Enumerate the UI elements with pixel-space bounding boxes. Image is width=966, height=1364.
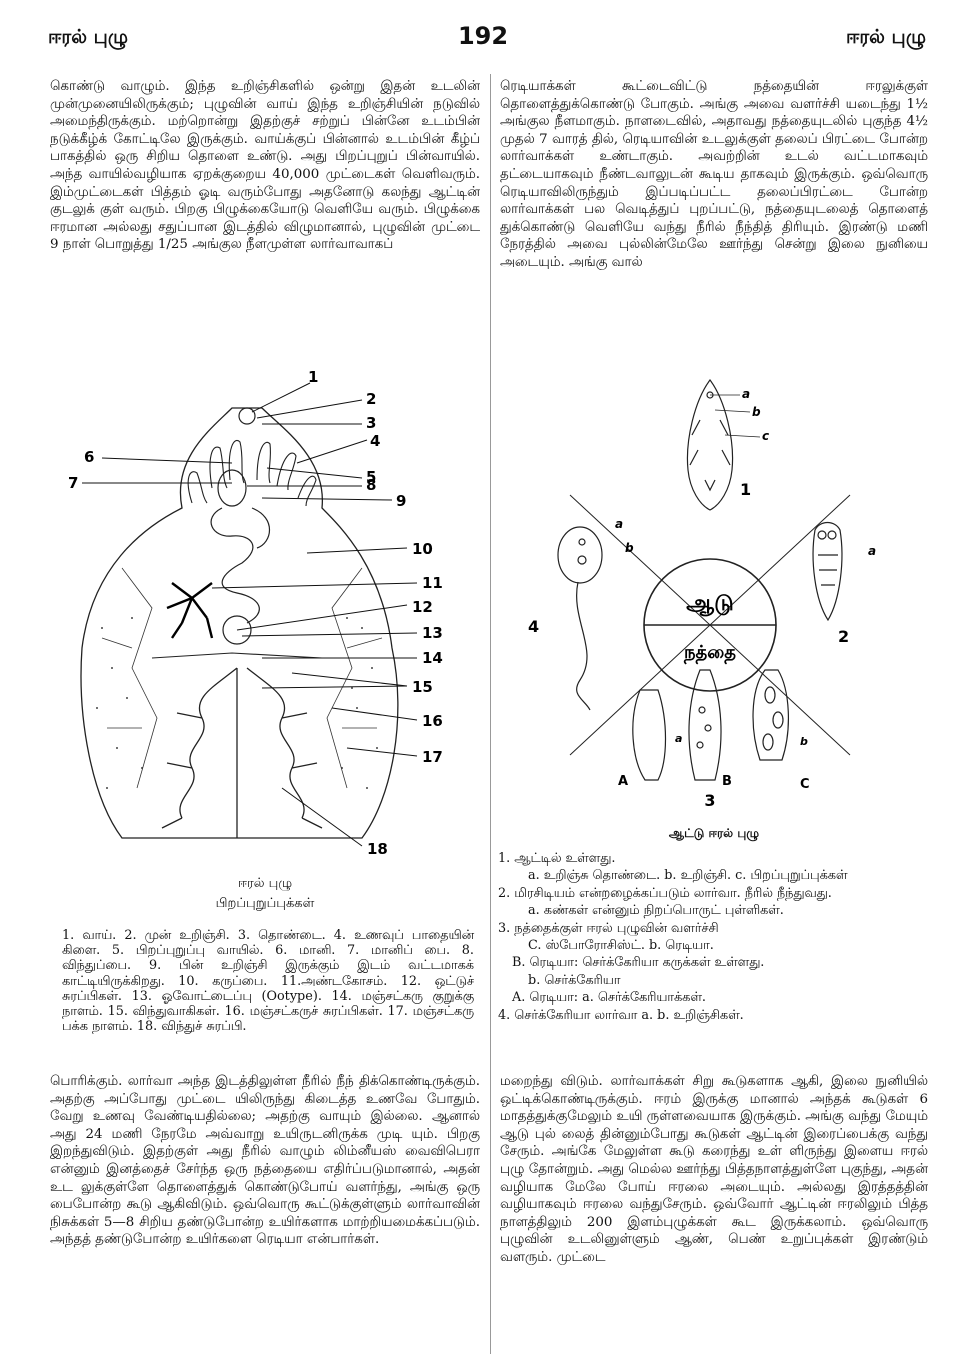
ovary <box>166 582 214 639</box>
stage3-rediae <box>632 669 789 781</box>
legend-line: A. ரெடியா: a. செர்க்கேரியாக்கள். <box>512 990 706 1006</box>
left-figure-caption-title: ஈரல் புழு <box>237 876 293 891</box>
stage2-miracidium <box>812 521 843 622</box>
stage-label-4: 4 <box>528 617 539 636</box>
stage-label-1: 1 <box>740 480 751 499</box>
figure-numbers: 1 2 3 4 5 6 7 8 9 10 11 12 13 14 15 16 1… <box>68 368 443 858</box>
legend-line: B. ரெடியா: செர்க்கேரியா கருக்கள் உள்ளது. <box>512 955 765 971</box>
vitelline-duct <box>151 652 323 659</box>
legend-line: b. செர்க்கேரியா <box>528 972 621 988</box>
column-divider <box>490 74 491 1354</box>
label-9: 9 <box>396 492 406 510</box>
legend-line: 2. மிரசிடியம் என்றழைக்கப்படும் லார்வா. ந… <box>498 885 832 901</box>
legend-line: 1. ஆட்டில் உள்ளது. <box>498 851 616 866</box>
testes <box>161 667 323 838</box>
label-12: 12 <box>412 598 433 616</box>
lifecycle-drawing: ஆடு நத்தை a b c 1 a 2 <box>528 378 876 810</box>
label-14: 14 <box>422 649 443 667</box>
shell-gland <box>222 615 252 645</box>
label-11: 11 <box>422 574 443 592</box>
paragraph: ரெடியாக்கள் கூட்டைவிட்டு நத்தையின் ஈரலுக… <box>500 79 928 270</box>
stage1-letter-a: a <box>742 387 750 401</box>
stage1-adult-fluke <box>686 378 734 511</box>
right-figure-caption: ஆட்டு ஈரல் புழு <box>668 826 760 840</box>
stage4-letter-b: b <box>625 541 634 555</box>
left-figure-legend: 1. வாய். 2. முன் உறிஞ்சி. 3. தொண்டை. 4. … <box>62 928 474 1035</box>
label-4: 4 <box>370 432 380 450</box>
fluke-anatomy-drawing: 1 2 3 4 5 6 7 8 9 10 11 12 13 14 15 16 1… <box>68 368 443 858</box>
stage3-letter-C: C <box>800 777 810 792</box>
left-column-bottom: பொரிக்கும். லார்வா அந்த இடத்திலுள்ள நீரி… <box>50 1073 480 1249</box>
vessel-branches <box>101 567 383 789</box>
stage4-cercaria <box>557 526 603 711</box>
label-7: 7 <box>68 474 78 492</box>
leader-lines <box>82 382 418 847</box>
stage3-letter-b: b <box>800 735 808 748</box>
stage1-letters: a b c <box>742 387 769 443</box>
left-column-top: கொண்டு வாழும். இந்த உறிஞ்சிகளில் ஒன்று இ… <box>50 78 480 254</box>
legend-line: C. ஸ்போரோசிஸ்ட். b. ரெடியா. <box>528 938 714 954</box>
oral-sucker <box>238 407 256 425</box>
label-3: 3 <box>366 414 376 432</box>
running-head-left: ஈரல் புழு <box>48 26 129 48</box>
stage-label-3: 3 <box>704 791 715 810</box>
stage3-letter-a: a <box>675 732 682 745</box>
stage1-letter-b: b <box>752 405 761 419</box>
label-17: 17 <box>422 748 443 766</box>
legend-line: 3. நத்தைக்குள் ஈரல் புழுவின் வளர்ச்சி <box>498 920 719 936</box>
paragraph: கொண்டு வாழும். இந்த உறிஞ்சிகளில் ஒன்று இ… <box>50 79 480 253</box>
label-10: 10 <box>412 540 433 558</box>
label-6: 6 <box>84 448 94 466</box>
stage3-letter-A: A <box>618 774 628 789</box>
stage1-letter-c: c <box>762 429 769 443</box>
left-figure-caption-subtitle: பிறப்புறுப்புக்கள் <box>215 896 315 911</box>
gut-branch-fingers <box>187 440 317 507</box>
legend-line: a. கண்கள் என்னும் நிறப்பொருட் புள்ளிகள். <box>528 903 784 919</box>
running-head-right: ஈரல் புழு <box>845 26 926 48</box>
paragraph: மறைந்து விடும். லார்வாக்கள் சிறு கூடுகளா… <box>500 1074 928 1265</box>
lifecycle-figure: ஆடு நத்தை a b c 1 a 2 <box>510 360 920 810</box>
stage2-letter-a: a <box>868 544 876 558</box>
label-18: 18 <box>367 840 388 858</box>
legend-line: 4. செர்க்கேரியா லார்வா a. b. உறிஞ்சிகள். <box>498 1007 744 1023</box>
page-number: 192 <box>457 22 509 50</box>
paragraph: பொரிக்கும். லார்வா அந்த இடத்திலுள்ள நீரி… <box>50 1074 480 1248</box>
fluke-anatomy-figure: 1 2 3 4 5 6 7 8 9 10 11 12 13 14 15 16 1… <box>62 368 482 868</box>
stage3-letters: A B C a b <box>618 732 810 792</box>
stage4-letters: a b <box>615 517 634 555</box>
host-snail-label: நத்தை <box>683 642 736 665</box>
body-outline <box>80 407 399 839</box>
legend-line: a. உறிஞ்சு தொண்டை. b. உறிஞ்சி. c. பிறப்ப… <box>528 868 848 884</box>
label-13: 13 <box>422 624 443 642</box>
label-2: 2 <box>366 390 376 408</box>
label-15: 15 <box>412 678 433 696</box>
stage-label-2: 2 <box>838 627 849 646</box>
right-column-bottom: மறைந்து விடும். லார்வாக்கள் சிறு கூடுகளா… <box>500 1073 928 1267</box>
label-16: 16 <box>422 712 443 730</box>
stage4-letter-a: a <box>615 517 623 531</box>
right-column-top: ரெடியாக்கள் கூட்டைவிட்டு நத்தையின் ஈரலுக… <box>500 78 928 272</box>
label-1: 1 <box>308 368 318 386</box>
right-figure-legend: 1. ஆட்டில் உள்ளது. a. உறிஞ்சு தொண்டை. b.… <box>498 850 928 1024</box>
host-sheep-label: ஆடு <box>686 590 733 617</box>
label-8: 8 <box>366 476 376 494</box>
stage3-letter-B: B <box>722 774 732 789</box>
uterus-coils <box>210 469 270 624</box>
label-5: 5 <box>366 468 376 486</box>
